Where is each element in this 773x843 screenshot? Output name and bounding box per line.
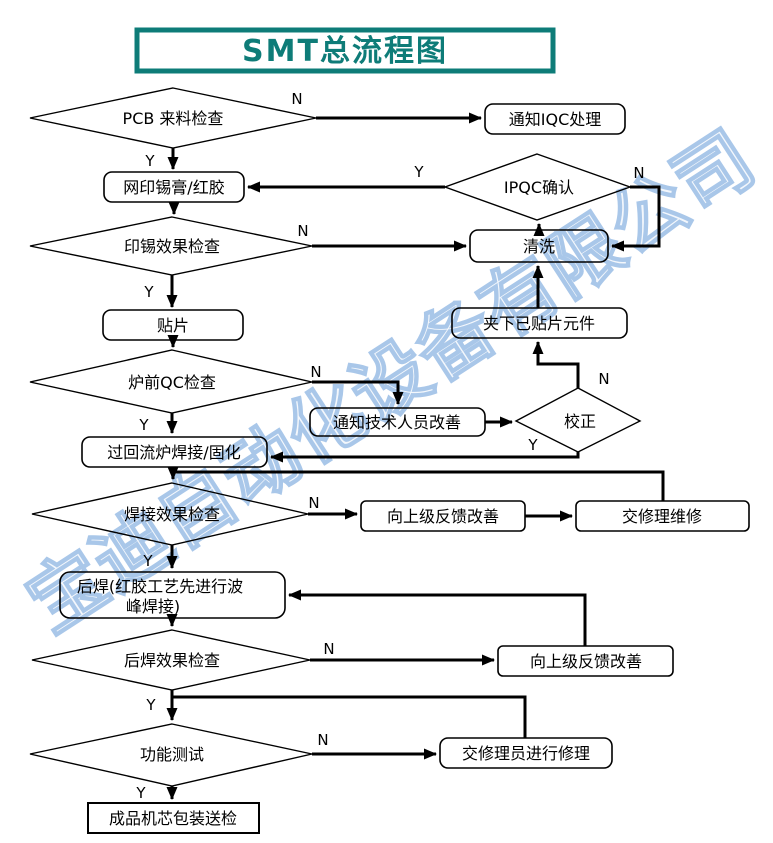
label-reflow: 过回流炉焊接/固化 bbox=[107, 443, 240, 462]
box-post-weld bbox=[59, 571, 286, 619]
label-y-calibration: Y bbox=[527, 436, 538, 454]
label-pre-oven-qc: 炉前QC检查 bbox=[128, 373, 216, 392]
box-reflow bbox=[81, 436, 268, 468]
label-y-pre-oven-qc: Y bbox=[138, 416, 149, 434]
label-print-paste: 网印锡膏/红胶 bbox=[123, 178, 224, 197]
label-ipqc-confirm: IPQC确认 bbox=[504, 178, 574, 197]
label-solder-check: 焊接效果检查 bbox=[124, 505, 220, 524]
label-y-function-test: Y bbox=[135, 784, 146, 802]
diamond-solder-check bbox=[31, 482, 309, 546]
edge-feedback2-to-postweld bbox=[288, 589, 587, 646]
label-n-solder-check: N bbox=[308, 494, 319, 512]
title-frame bbox=[134, 27, 556, 74]
label-n-ipqc: N bbox=[633, 164, 644, 182]
box-send-repair bbox=[575, 500, 750, 532]
edge-repairman-feedback bbox=[172, 695, 527, 738]
label-packing: 成品机芯包装送检 bbox=[109, 809, 237, 828]
diamond-paste-check bbox=[29, 216, 313, 276]
label-pcb-check: PCB 来料检查 bbox=[123, 109, 224, 128]
box-packing bbox=[87, 802, 260, 834]
label-y-pcb-check: Y bbox=[144, 152, 155, 170]
label-post-weld-line2: 峰焊接) bbox=[126, 597, 180, 616]
box-notify-iqc bbox=[484, 103, 626, 135]
label-n-pre-oven-qc: N bbox=[310, 363, 321, 381]
label-placement: 贴片 bbox=[157, 316, 189, 335]
label-feedback-up-2: 向上级反馈改善 bbox=[530, 652, 642, 671]
diamond-pcb-check bbox=[29, 87, 317, 149]
label-y-ipqc: Y bbox=[413, 163, 424, 181]
box-cleaning bbox=[469, 229, 609, 263]
connectors bbox=[166, 112, 665, 800]
diamond-ipqc-confirm bbox=[442, 153, 633, 221]
edge-calib-n-to-remove bbox=[532, 341, 580, 388]
edge-ipqc-n-to-clean bbox=[611, 185, 661, 252]
decision-shapes bbox=[29, 87, 642, 787]
box-remove-parts bbox=[451, 307, 628, 339]
diamond-post-weld-check bbox=[31, 629, 311, 691]
box-notify-tech bbox=[309, 407, 486, 437]
page-title: SMT总流程图 bbox=[242, 34, 448, 69]
label-n-paste-check: N bbox=[297, 222, 308, 240]
edge-calib-y-to-reflow bbox=[270, 451, 580, 463]
label-y-solder-check: Y bbox=[142, 552, 153, 570]
label-y-paste-check: Y bbox=[143, 283, 154, 301]
label-function-test: 功能测试 bbox=[140, 745, 204, 764]
diamond-calibration bbox=[514, 387, 642, 453]
label-send-repair: 交修理维修 bbox=[622, 507, 702, 526]
label-n-post-weld-check: N bbox=[323, 640, 334, 658]
label-notify-tech: 通知技术人员改善 bbox=[333, 413, 461, 432]
process-shapes bbox=[59, 103, 750, 834]
label-calibration: 校正 bbox=[564, 412, 596, 431]
label-repairman-fix: 交修理员进行修理 bbox=[462, 744, 590, 763]
label-n-pcb-check: N bbox=[291, 90, 302, 108]
label-paste-check: 印锡效果检查 bbox=[124, 237, 220, 256]
box-repairman-fix bbox=[439, 737, 613, 769]
diamond-function-test bbox=[29, 723, 313, 787]
edge-sendrepair-feedback bbox=[173, 470, 665, 501]
branch-labels: N Y Y N N Y N Y N Y N Y N Y N Y bbox=[135, 90, 644, 802]
diamond-pre-oven-qc bbox=[29, 349, 313, 414]
label-post-weld-check: 后焊效果检查 bbox=[124, 651, 220, 670]
label-notify-iqc: 通知IQC处理 bbox=[509, 110, 602, 129]
edge-preqc-n-to-notifytech bbox=[312, 380, 404, 405]
box-print-paste bbox=[103, 171, 245, 203]
box-placement bbox=[102, 309, 244, 341]
box-feedback-up-2 bbox=[497, 645, 674, 677]
label-cleaning: 清洗 bbox=[523, 237, 555, 256]
label-post-weld-line1: 后焊(红胶工艺先进行波 bbox=[77, 577, 243, 596]
label-n-calibration: N bbox=[598, 370, 609, 388]
node-labels: PCB 来料检查 通知IQC处理 网印锡膏/红胶 IPQC确认 印锡效果检查 清… bbox=[77, 109, 702, 828]
box-feedback-up-1 bbox=[360, 500, 526, 532]
label-feedback-up-1: 向上级反馈改善 bbox=[387, 507, 499, 526]
title-block: SMT总流程图 bbox=[134, 27, 556, 74]
label-y-post-weld-check: Y bbox=[145, 696, 156, 714]
label-remove-parts: 夹下已贴片元件 bbox=[483, 314, 595, 333]
label-n-function-test: N bbox=[317, 731, 328, 749]
